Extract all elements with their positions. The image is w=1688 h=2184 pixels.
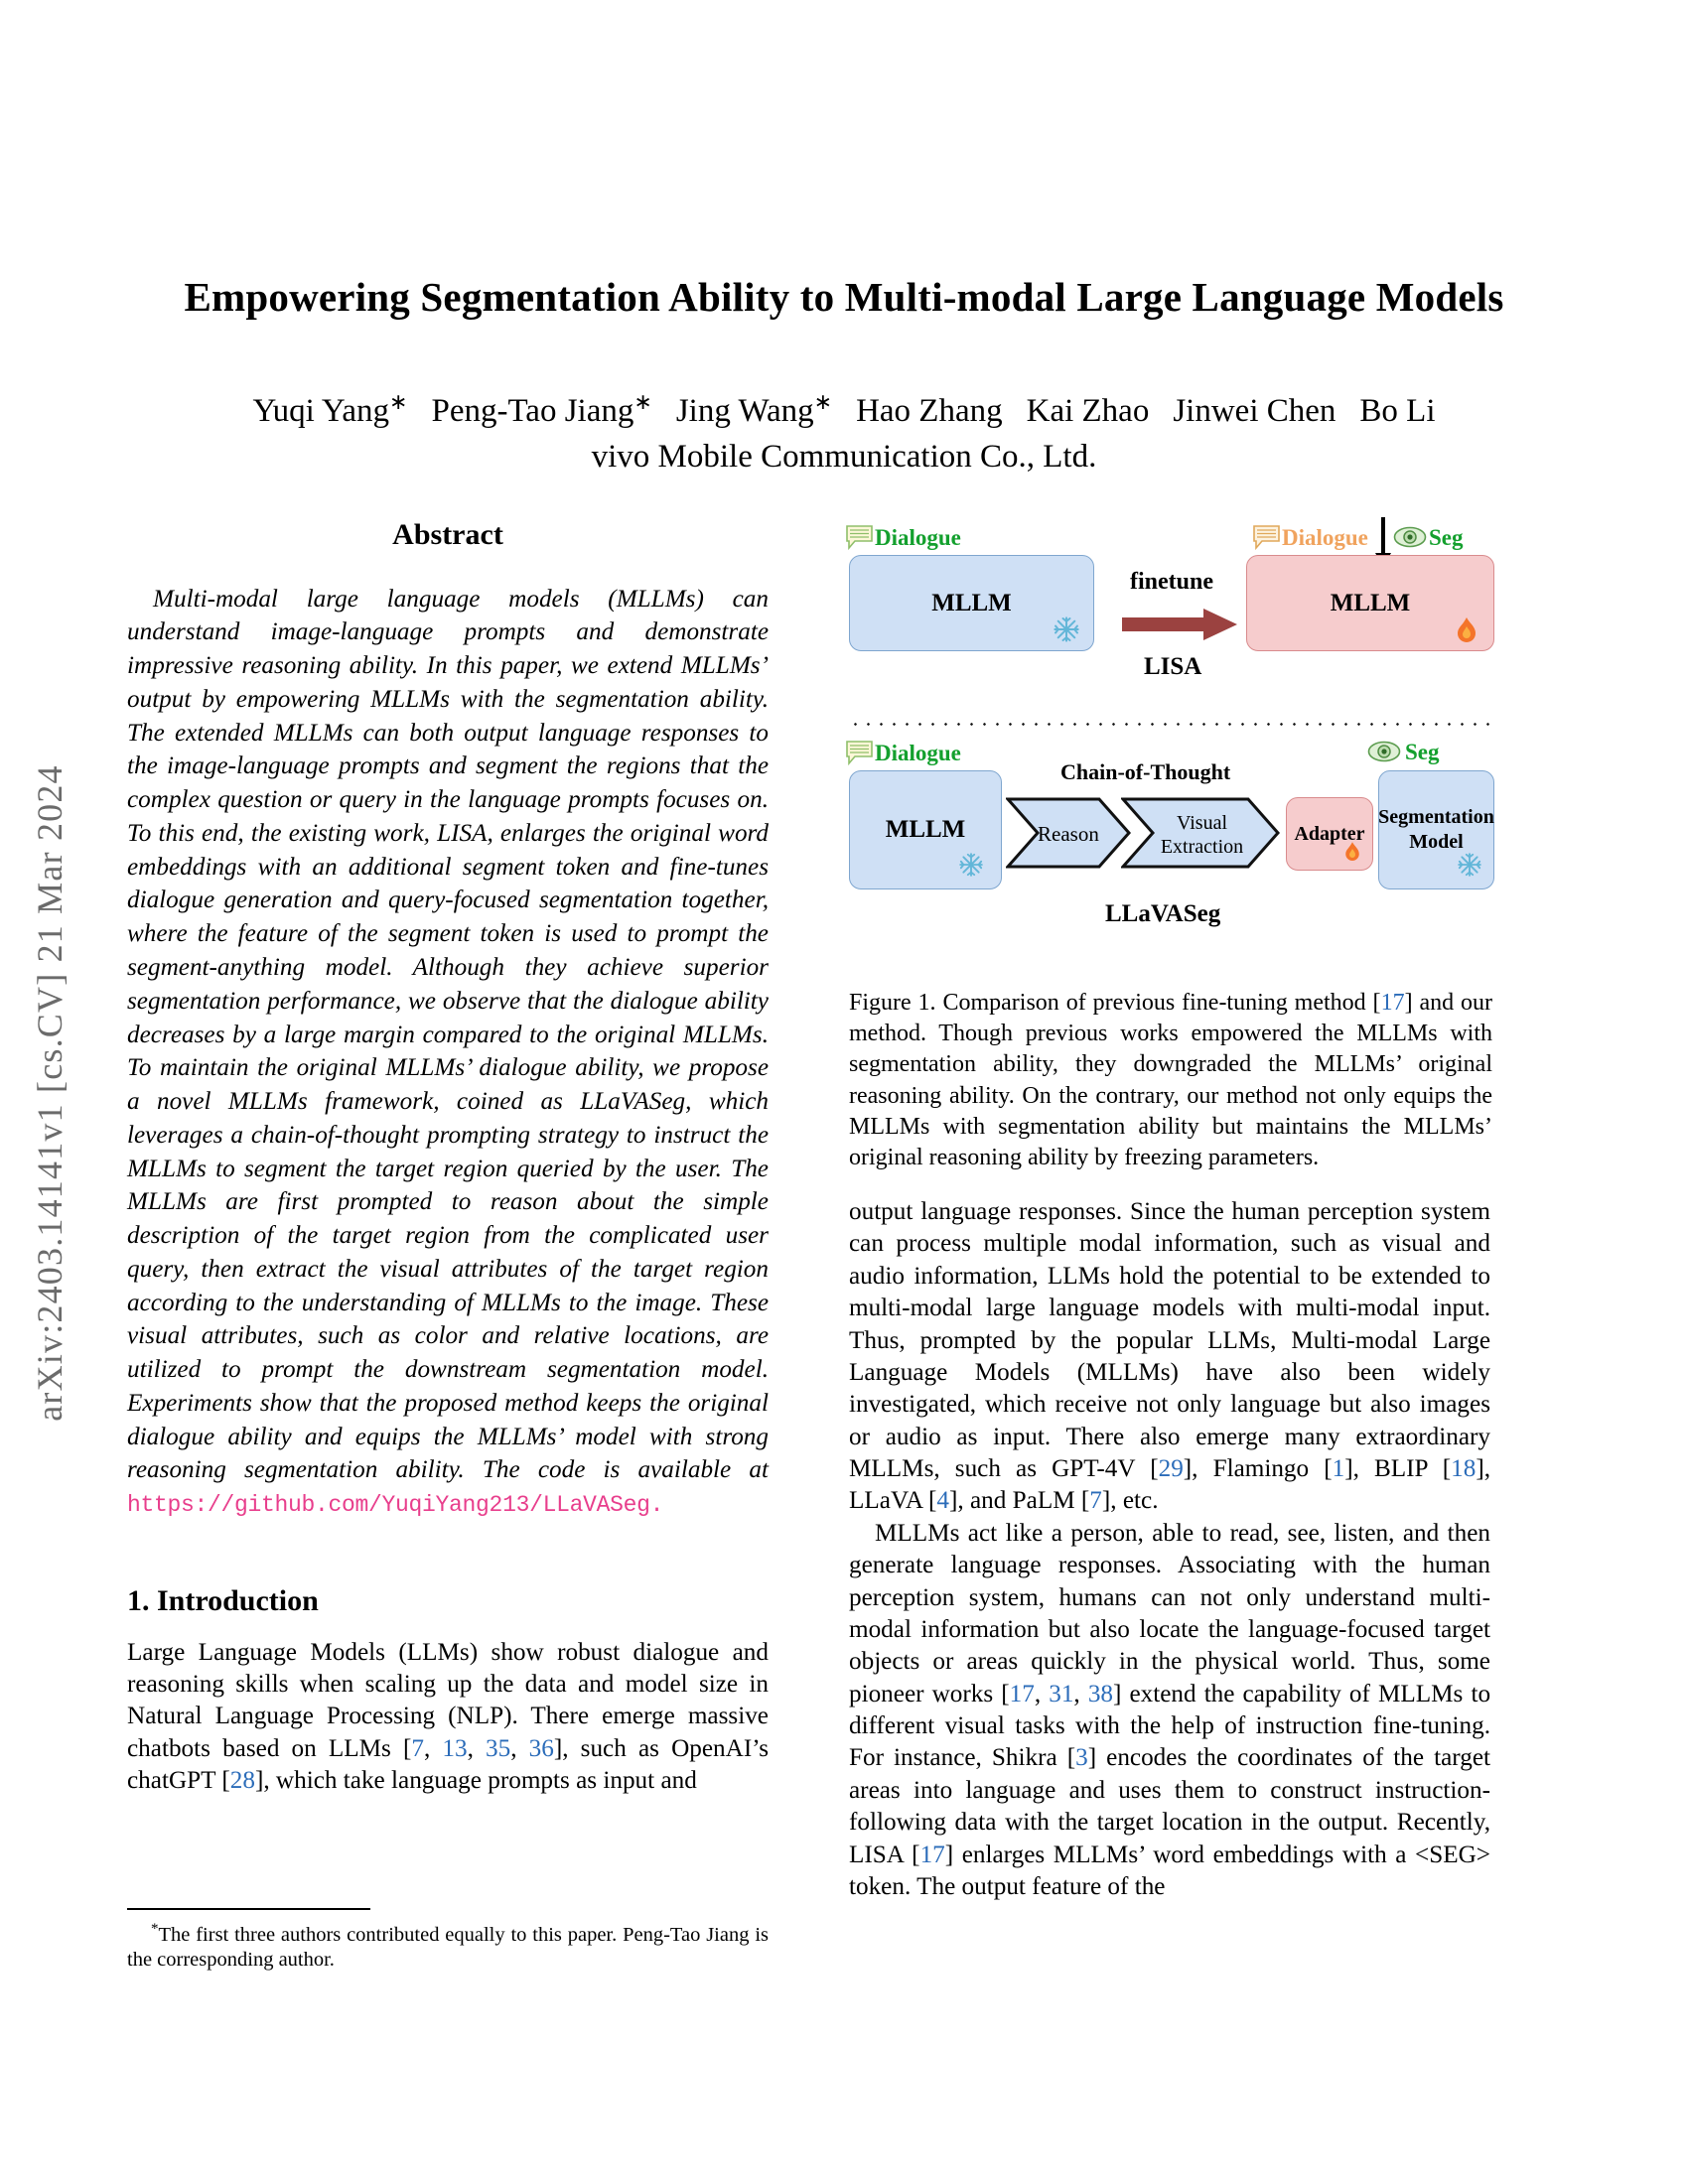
dialogue-bubble-icon (846, 525, 873, 551)
seg-label-bottom: Seg (1405, 740, 1440, 764)
code-url[interactable]: https://github.com/YuqiYang213/LLaVASeg (127, 1492, 650, 1519)
snowflake-icon (1054, 616, 1079, 642)
citation-ref[interactable]: 35 (486, 1734, 511, 1762)
citation-ref[interactable]: 7 (1089, 1487, 1102, 1515)
footnote-marker: * (151, 1920, 159, 1937)
left-column: Abstract Multi-modal large language mode… (127, 516, 769, 1797)
chevron-reason-label: Reason (1038, 822, 1099, 846)
citation-ref[interactable]: 36 (528, 1734, 554, 1762)
author-name: Yuqi Yang∗ (252, 389, 408, 429)
citation-ref[interactable]: 38 (1087, 1680, 1113, 1707)
citation-ref[interactable]: 13 (442, 1734, 468, 1762)
author-list: Yuqi Yang∗ Peng-Tao Jiang∗ Jing Wang∗ Hao Z… (129, 387, 1559, 478)
equal-contribution-marker: ∗ (389, 389, 408, 414)
dialogue-label-bottom: Dialogue (875, 741, 961, 765)
snowflake-icon (1458, 853, 1481, 877)
affiliation: vivo Mobile Communication Co., Ltd. (591, 438, 1097, 475)
figure-number: Figure 1. (849, 990, 936, 1016)
author-name: Kai Zhao (1026, 393, 1150, 429)
citation-ref[interactable]: 1 (1332, 1455, 1345, 1482)
chain-of-thought-label: Chain-of-Thought (1060, 759, 1231, 784)
equal-contribution-marker: ∗ (813, 389, 833, 414)
chevron-reason-shape (1006, 797, 1131, 869)
footnote-rule (127, 1908, 370, 1910)
abstract-heading: Abstract (392, 518, 503, 551)
right-column: output language responses. Since the hum… (849, 1196, 1490, 1903)
dialogue-label-top-right: Dialogue (1282, 525, 1368, 550)
author-name: Hao Zhang (856, 393, 1003, 429)
eye-icon (1367, 741, 1401, 762)
abstract-body: Multi-modal large language models (MLLMs… (127, 585, 769, 1484)
author-name: Peng-Tao Jiang∗ (431, 389, 652, 429)
flame-icon (1458, 617, 1476, 642)
url-period: . (649, 1492, 664, 1519)
dialogue-label-top-left: Dialogue (875, 525, 961, 550)
finetune-label: finetune (1130, 569, 1213, 595)
figure-caption: Figure 1. Comparison of previous fine-tu… (849, 990, 1492, 1170)
citation-ref[interactable]: 17 (919, 1841, 945, 1868)
citation-ref[interactable]: 18 (1451, 1455, 1477, 1482)
page-title: Empowering Segmentation Ability to Multi… (184, 274, 1504, 320)
mllm-box-original: MLLM (849, 555, 1094, 651)
segmentation-model-label-2: Model (1409, 831, 1464, 853)
dialogue-bubble-icon-faded (1253, 525, 1280, 551)
citation-ref[interactable]: 7 (411, 1734, 424, 1762)
snowflake-icon (959, 853, 983, 877)
citation-ref[interactable]: 29 (1158, 1455, 1184, 1482)
segmentation-model-label-1: Segmentation (1378, 806, 1494, 828)
section-heading-introduction: 1. Introduction (127, 1584, 319, 1618)
abstract-text: Multi-modal large language models (MLLMs… (127, 583, 769, 1521)
chevron-visual-label-2: Extraction (1160, 836, 1244, 858)
dialogue-bubble-icon (846, 741, 873, 766)
adapter-label: Adapter (1294, 822, 1365, 845)
citation-ref[interactable]: 4 (936, 1487, 949, 1515)
chevron-visual-label-1: Visual (1176, 812, 1227, 834)
flame-icon (1345, 842, 1359, 861)
llavaseg-method-label: LLaVASeg (1105, 900, 1221, 927)
chevron-visual-extraction-shape (1121, 797, 1280, 869)
right-paragraph-2: MLLMs act like a person, able to read, s… (849, 1519, 1491, 1900)
citation-ref[interactable]: 3 (1075, 1744, 1088, 1772)
mllm-box-label: MLLM (931, 589, 1012, 616)
lisa-method-label: LISA (1144, 653, 1202, 680)
footnote: *The first three authors contributed equ… (127, 1908, 769, 1973)
citation-ref[interactable]: 28 (229, 1767, 255, 1795)
section-divider (849, 723, 1492, 726)
author-name: Bo Li (1359, 393, 1436, 429)
figure-1-diagram: Dialogue MLLM finetune LISA (846, 517, 1494, 958)
adapter-box: Adapter (1286, 797, 1373, 871)
eye-icon (1393, 526, 1427, 548)
intro-paragraph-1: Large Language Models (LLMs) show robust… (127, 1638, 770, 1795)
mllm-box-label: MLLM (885, 816, 966, 843)
citation-ref[interactable]: 17 (1009, 1680, 1035, 1707)
author-name: Jinwei Chen (1173, 393, 1336, 429)
down-arrow-icon (1375, 517, 1391, 567)
mllm-box-finetuned: MLLM (1246, 555, 1494, 651)
citation-ref[interactable]: 31 (1049, 1680, 1074, 1707)
seg-label-top: Seg (1429, 525, 1464, 550)
citation-ref[interactable]: 17 (1380, 990, 1405, 1016)
equal-contribution-marker: ∗ (633, 389, 652, 414)
mllm-box-label: MLLM (1330, 589, 1411, 616)
author-name: Jing Wang∗ (675, 389, 833, 429)
finetune-arrow-icon (1122, 609, 1237, 640)
right-paragraph-1: output language responses. Since the hum… (849, 1198, 1490, 1515)
footnote-text: The first three authors contributed equa… (127, 1923, 769, 1972)
